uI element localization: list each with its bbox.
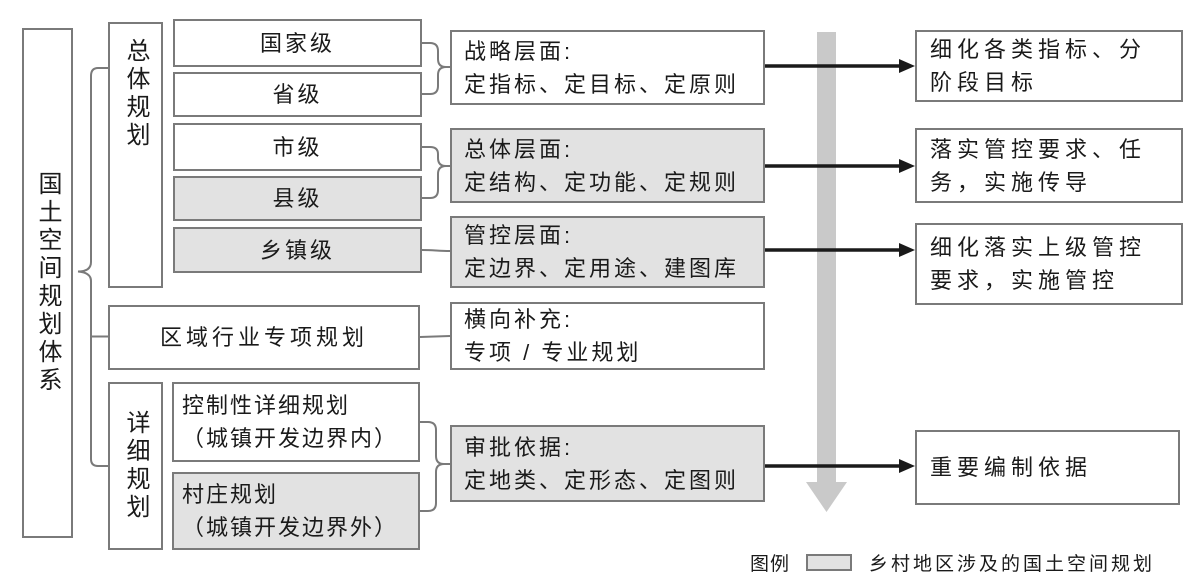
level-box-county: 县级	[173, 176, 422, 221]
root-label: 国土空间规划体系	[34, 171, 61, 395]
function-box-approval: 审批依据: 定地类、定形态、定图则	[450, 425, 765, 502]
regional-special-planning-box: 区域行业专项规划	[108, 305, 420, 370]
bracket-strategic-bottom	[422, 66, 450, 95]
bracket-approval-bottom	[420, 463, 450, 512]
function-box-strategic: 战略层面: 定指标、定目标、定原则	[450, 30, 765, 105]
function-box-horizontal: 横向补充: 专项 / 专业规划	[450, 302, 765, 370]
bracket-overall-top	[422, 146, 450, 167]
detailed-planning-group-box: 详细规划	[108, 382, 163, 550]
root-brace-connector	[77, 67, 108, 467]
connector-township-control	[421, 249, 451, 252]
village-planning-box: 村庄规划 （城镇开发边界外）	[172, 472, 420, 550]
legend-swatch	[806, 553, 853, 571]
gray-down-arrow	[806, 32, 847, 512]
function-box-overall: 总体层面: 定结构、定功能、定规则	[450, 128, 765, 203]
level-box-township: 乡镇级	[173, 227, 422, 273]
level-box-city: 市级	[173, 123, 422, 171]
flow-arrow-control	[765, 243, 915, 257]
legend-label: 图例	[750, 553, 791, 575]
outcome-box-refine-control: 细化落实上级管控要求，实施管控	[915, 223, 1183, 305]
detailed-planning-label: 详细规划	[122, 410, 149, 522]
flow-arrow-overall	[765, 159, 915, 173]
overall-planning-group-box: 总体规划	[108, 22, 163, 288]
outcome-box-indicators: 细化各类指标、分阶段目标	[915, 30, 1183, 102]
level-box-provincial: 省级	[173, 72, 422, 117]
bracket-overall-bottom	[422, 165, 450, 199]
outcome-box-compilation-basis: 重要编制依据	[915, 430, 1180, 505]
root-box: 国土空间规划体系	[22, 28, 73, 538]
outcome-box-implementation: 落实管控要求、任务，实施传导	[915, 128, 1183, 203]
legend-text: 乡村地区涉及的国土空间规划	[869, 553, 1156, 575]
legend: 图例 乡村地区涉及的国土空间规划	[750, 549, 1155, 575]
overall-planning-label: 总体规划	[122, 38, 149, 150]
level-box-national: 国家级	[173, 19, 422, 67]
bracket-strategic-top	[422, 42, 450, 68]
flow-arrow-approval	[765, 459, 915, 473]
connector-regional-horizontal	[419, 335, 451, 338]
flow-arrow-strategic	[765, 59, 915, 73]
regulatory-detailed-planning-box: 控制性详细规划 （城镇开发边界内）	[172, 382, 420, 462]
function-box-control: 管控层面: 定边界、定用途、建图库	[450, 216, 765, 288]
bracket-approval-top	[420, 421, 450, 465]
